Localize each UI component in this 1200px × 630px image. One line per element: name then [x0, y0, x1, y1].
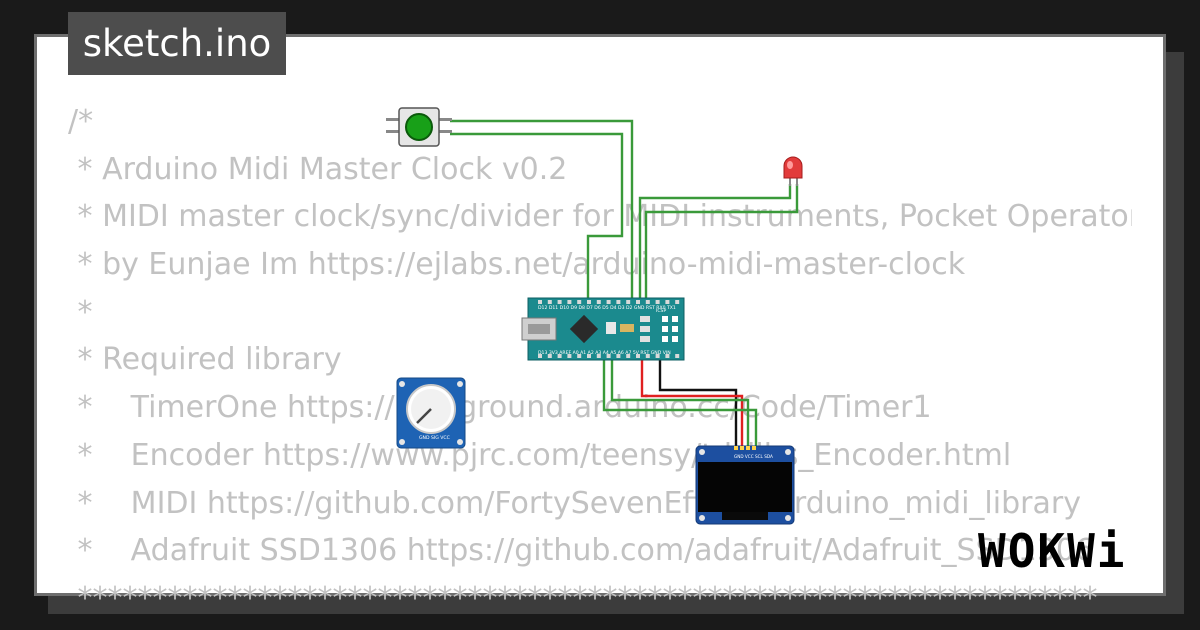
nano-pin: [645, 300, 650, 304]
code-line: ****************************************…: [68, 580, 1098, 616]
oled-pin-label: GND VCC SCL SDA: [734, 454, 773, 459]
nano-bottom-label: D13 3V3 AREF A0 A1 A2 A3 A4 A5 A6 A7 5V …: [538, 350, 671, 356]
nano-pin: [606, 300, 611, 304]
wokwi-logo[interactable]: WOKWi: [978, 524, 1127, 578]
nano-pin: [538, 300, 542, 304]
nano-pin: [645, 354, 650, 358]
nano-pin: [655, 300, 660, 304]
code-line: /*: [68, 104, 94, 139]
nano-pin: [596, 300, 601, 304]
nano-pin: [567, 300, 572, 304]
pot-pin-label: GND SIG VCC: [419, 435, 450, 441]
wire-oled-vcc: [640, 358, 744, 448]
nano-pin: [665, 354, 670, 358]
wire-oled-gnd: [658, 358, 738, 448]
nano-pin: [557, 354, 562, 358]
nano-pin: [655, 354, 660, 358]
red-led: [783, 156, 803, 186]
nano-pin: [596, 354, 601, 358]
nano-pin: [577, 354, 582, 358]
nano-pin: [567, 354, 572, 358]
code-line: *: [68, 294, 93, 330]
code-line: * Adafruit SSD1306 https://github.com/ad…: [68, 533, 1095, 569]
arduino-nano: D12 D11 D10 D9 D8 D7 D6 D5 D4 D3 D2 GND …: [521, 297, 685, 361]
nano-pin: [557, 300, 562, 304]
nano-pin: [665, 300, 670, 304]
nano-pin: [587, 354, 591, 358]
nano-pin: [606, 354, 611, 358]
nano-pin: [538, 354, 542, 358]
nano-pin: [626, 300, 631, 304]
nano-pin: [577, 300, 582, 304]
code-editor: /* * Arduino Midi Master Clock v0.2 * MI…: [68, 98, 1132, 623]
code-line: * MIDI https://github.com/FortySevenEffe…: [68, 485, 1081, 521]
wire-button-1: [450, 119, 634, 300]
nano-pin: [675, 354, 680, 358]
potentiometer[interactable]: GND SIG VCC: [396, 377, 466, 449]
file-tab[interactable]: sketch.ino: [68, 12, 286, 75]
nano-top-label: D12 D11 D10 D9 D8 D7 D6 D5 D4 D3 D2 GND …: [538, 305, 676, 311]
code-line: * TimerOne https://playground.arduino.cc…: [68, 390, 932, 426]
wire-led-2: [644, 184, 799, 300]
nano-pin: [636, 300, 640, 304]
nano-pin: [636, 354, 640, 358]
code-line: * Required library: [68, 342, 342, 378]
nano-pin: [616, 300, 621, 304]
nano-pin: [587, 300, 591, 304]
nano-pin: [626, 354, 631, 358]
wire-oled-scl: [610, 358, 750, 448]
wire-led-1: [638, 184, 792, 300]
wires: [450, 119, 799, 448]
oled-display: GND VCC SCL SDA: [695, 445, 795, 525]
nano-pin: [675, 300, 680, 304]
code-line: * Encoder https://www.pjrc.com/teensy/td…: [68, 437, 1012, 473]
nano-pin: [547, 300, 552, 304]
nano-icsp-label: ICSP: [656, 308, 666, 314]
nano-pin: [616, 354, 621, 358]
pushbutton[interactable]: [386, 107, 452, 147]
wire-button-2: [450, 132, 624, 300]
code-line: * Arduino Midi Master Clock v0.2: [68, 151, 568, 187]
nano-pin: [547, 354, 552, 358]
code-line: * MIDI master clock/sync/divider for MID…: [68, 199, 1132, 235]
wire-oled-sda: [602, 358, 758, 448]
code-line: * by Eunjae Im https://ejlabs.net/arduin…: [68, 247, 966, 283]
